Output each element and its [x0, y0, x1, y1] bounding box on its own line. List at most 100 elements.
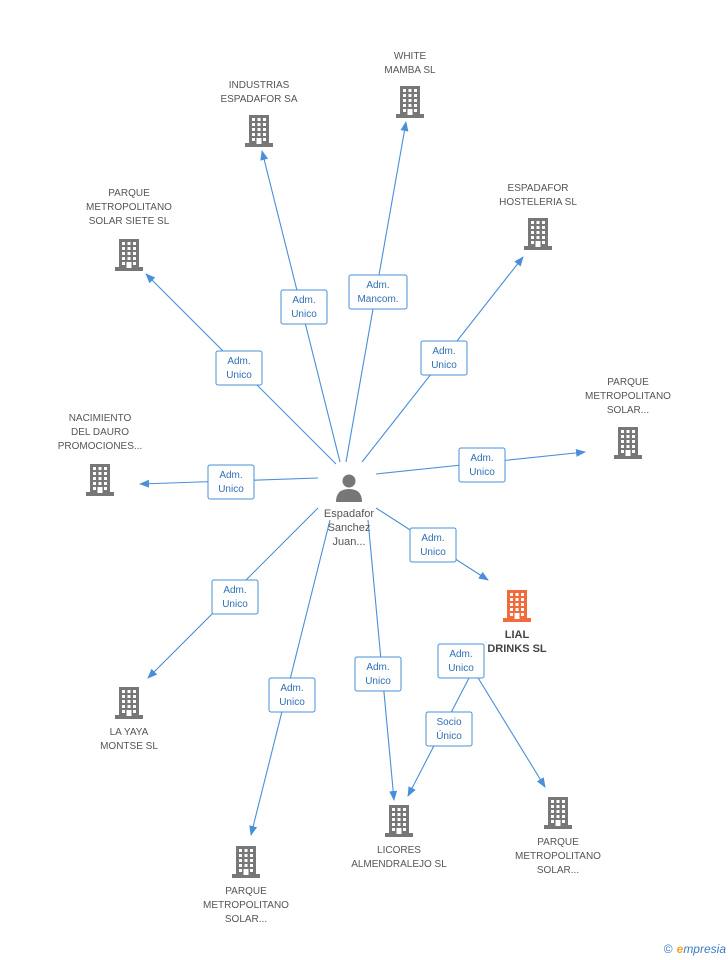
company-node-parque-bottom[interactable]: PARQUE METROPOLITANO SOLAR...: [203, 846, 289, 925]
company-label: LA YAYA: [110, 727, 149, 738]
company-node-la-yaya[interactable]: LA YAYA MONTSE SL: [100, 687, 158, 752]
building-icon: [524, 218, 552, 250]
edge-label-person-to-nacimiento[interactable]: Adm. Unico: [207, 464, 255, 500]
edge-label-box: [280, 289, 328, 325]
company-node-nacimiento[interactable]: NACIMIENTO DEL DAURO PROMOCIONES...: [58, 413, 142, 496]
company-node-parque-bottom-right[interactable]: PARQUE METROPOLITANO SOLAR...: [515, 797, 601, 876]
person-icon: [336, 474, 362, 502]
edge-label-person-to-parque-right[interactable]: Adm. Unico: [458, 447, 506, 483]
person-node[interactable]: EspadaforSanchezJuan...: [324, 474, 374, 549]
building-icon: [544, 797, 572, 829]
person-label: Sanchez: [328, 522, 371, 534]
edge-label-person-to-industrias[interactable]: Adm.Unico: [280, 289, 328, 325]
company-label: PARQUE: [108, 188, 150, 199]
building-icon: [503, 590, 531, 622]
company-label: PARQUE: [607, 377, 649, 388]
company-node-espadafor-hosteleria[interactable]: ESPADAFOR HOSTELERIA SL: [499, 183, 577, 250]
edge-label-person-to-lial[interactable]: Adm. Unico: [409, 527, 457, 563]
edge-label-text: Adm.: [227, 356, 250, 367]
company-label: PROMOCIONES...: [58, 441, 142, 452]
company-label: METROPOLITANO: [515, 851, 601, 862]
person-label: Juan...: [332, 536, 365, 548]
edge-label-text: Unico: [448, 663, 474, 674]
company-label: ESPADAFOR: [508, 183, 569, 194]
company-label: SOLAR...: [607, 405, 649, 416]
company-label: PARQUE: [537, 837, 579, 848]
edge-lial-to-parque-bottom-right: [471, 667, 546, 788]
edge-label-box: [207, 464, 255, 500]
edge-label-text: Adm.: [219, 470, 242, 481]
edge-label-person-to-parque-siete[interactable]: Adm. Unico: [215, 350, 263, 386]
company-label: ALMENDRALEJO SL: [351, 859, 447, 870]
building-icon: [614, 427, 642, 459]
company-label: LICORES: [377, 845, 421, 856]
edge-label-person-to-la-yaya[interactable]: Adm.Unico: [211, 579, 259, 615]
edge-label-text: Adm.: [280, 683, 303, 694]
brand-watermark: ©empresia: [664, 942, 726, 956]
company-label: METROPOLITANO: [203, 900, 289, 911]
edge-label-text: Unico: [469, 467, 495, 478]
building-icon: [86, 464, 114, 496]
edge-label-box: [458, 447, 506, 483]
company-label: PARQUE: [225, 886, 267, 897]
company-node-industrias[interactable]: INDUSTRIAS ESPADAFOR SA: [220, 80, 298, 147]
edge-label-text: Unico: [218, 484, 244, 495]
nodes-layer: INDUSTRIAS ESPADAFOR SA WHITE MAMBA SL PARQU…: [58, 51, 671, 925]
edge-label-text: Unico: [279, 697, 305, 708]
edge-label-text: Mancom.: [357, 294, 398, 305]
edge-label-text: Adm.: [366, 662, 389, 673]
edge-label-box: [409, 527, 457, 563]
edge-label-text: Único: [436, 729, 462, 742]
edge-label-box: [215, 350, 263, 386]
company-node-white-mamba[interactable]: WHITE MAMBA SL: [384, 51, 436, 118]
building-icon: [115, 239, 143, 271]
company-label: LIAL: [505, 629, 530, 641]
edge-label-text: Adm.: [421, 533, 444, 544]
edge-labels-layer: Adm.UnicoAdm.Mancom.Adm.UnicoAdm.UnicoAd…: [207, 274, 506, 747]
edge-label-text: Adm.: [432, 346, 455, 357]
company-label: METROPOLITANO: [585, 391, 671, 402]
company-label: INDUSTRIAS: [229, 80, 290, 91]
building-icon: [385, 805, 413, 837]
edge-label-person-to-white-mamba[interactable]: Adm. Mancom.: [348, 274, 408, 310]
edge-label-box: [268, 677, 316, 713]
edge-label-text: Adm.: [292, 295, 315, 306]
edge-label-text: Unico: [222, 599, 248, 610]
edge-label-box: [348, 274, 408, 310]
building-icon: [245, 115, 273, 147]
building-icon: [115, 687, 143, 719]
person-label: Espadafor: [324, 508, 374, 520]
edge-label-text: Unico: [226, 370, 252, 381]
edge-label-box: [420, 340, 468, 376]
edge-label-person-to-licores[interactable]: Adm.Unico: [354, 656, 402, 692]
edge-label-text: Adm.: [470, 453, 493, 464]
edge-label-text: Adm.: [449, 649, 472, 660]
company-label: DRINKS SL: [487, 643, 547, 655]
company-node-parque-right[interactable]: PARQUE METROPOLITANO SOLAR...: [585, 377, 671, 459]
building-icon: [396, 86, 424, 118]
brand-logo-text: mpresia: [683, 942, 726, 956]
company-label: NACIMIENTO: [69, 413, 132, 424]
edge-label-text: Adm.: [366, 280, 389, 291]
company-node-lial[interactable]: LIAL DRINKS SL: [487, 590, 547, 655]
company-label: SOLAR...: [537, 865, 579, 876]
company-label: HOSTELERIA SL: [499, 197, 577, 208]
company-label: MAMBA SL: [384, 65, 436, 76]
edge-label-box: [211, 579, 259, 615]
company-label: WHITE: [394, 51, 427, 62]
edge-label-box: [425, 711, 473, 747]
company-label: MONTSE SL: [100, 741, 158, 752]
brand-logo-e: e: [676, 942, 684, 956]
company-node-licores[interactable]: LICORES ALMENDRALEJO SL: [351, 805, 447, 870]
edge-label-person-to-parque-bottom[interactable]: Adm. Unico: [268, 677, 316, 713]
company-label: DEL DAURO: [71, 427, 129, 438]
edge-label-text: Unico: [420, 547, 446, 558]
edge-label-lial-to-parque-bottom-right[interactable]: Adm. Unico: [437, 643, 485, 679]
company-label: SOLAR...: [225, 914, 267, 925]
copyright-symbol: ©: [663, 942, 673, 956]
company-label: ESPADAFOR SA: [220, 94, 297, 105]
edge-label-person-to-espadafor-hosteleria[interactable]: Adm.Unico: [420, 340, 468, 376]
